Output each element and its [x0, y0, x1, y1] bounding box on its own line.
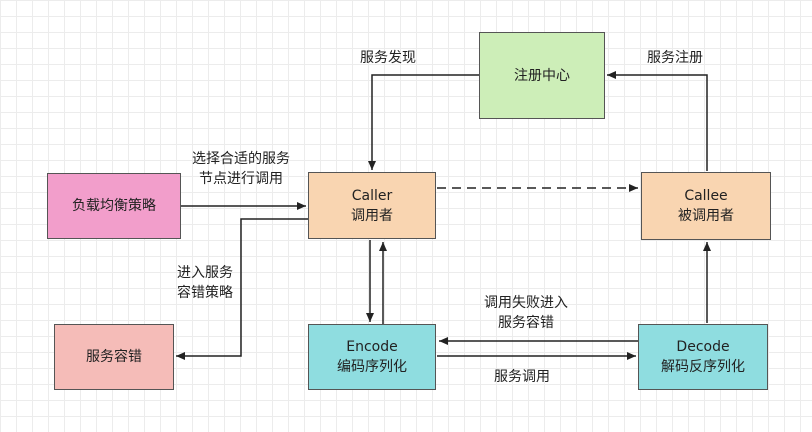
caller-label-zh: 调用者: [351, 207, 393, 224]
encode-label-en: Encode: [346, 339, 398, 355]
registration-text: 服务注册: [647, 50, 703, 66]
caller-node: Caller 调用者: [308, 172, 436, 239]
edge-label-invoke: 服务调用: [494, 367, 550, 387]
fault-tolerance-node: 服务容错: [54, 324, 174, 390]
callee-label-en: Callee: [684, 188, 728, 204]
fault-tolerance-label: 服务容错: [86, 349, 142, 365]
registry-center-node: 注册中心: [479, 32, 605, 119]
fault-text-line1: 进入服务: [177, 265, 233, 281]
select-text-line1: 选择合适的服务: [192, 151, 290, 167]
caller-label-en: Caller: [351, 187, 393, 204]
edge-label-discovery: 服务发现: [360, 48, 416, 68]
select-text-line2: 节点进行调用: [199, 171, 283, 187]
edge-label-select-node: 选择合适的服务 节点进行调用: [181, 149, 301, 189]
discovery-text: 服务发现: [360, 50, 416, 66]
invoke-text: 服务调用: [494, 369, 550, 385]
load-balance-node: 负载均衡策略: [47, 173, 181, 239]
callee-label-zh: 被调用者: [678, 208, 734, 224]
fail-text-line2: 服务容错: [498, 315, 554, 331]
callee-node: Callee 被调用者: [641, 172, 771, 240]
encode-node: Encode 编码序列化: [308, 324, 436, 390]
fail-text-line1: 调用失败进入: [484, 295, 568, 311]
edge-caller-to-fault: [176, 218, 308, 360]
edge-label-registration: 服务注册: [647, 48, 703, 68]
decode-node: Decode 解码反序列化: [638, 324, 768, 390]
edge-label-call-failure: 调用失败进入 服务容错: [470, 293, 582, 333]
edge-registry-to-caller: [368, 74, 479, 170]
decode-label-zh: 解码反序列化: [661, 359, 745, 375]
load-balance-label: 负载均衡策略: [72, 198, 156, 214]
encode-label-zh: 编码序列化: [337, 359, 407, 375]
edge-callee-to-registry: [607, 71, 708, 171]
fault-text-line2: 容错策略: [177, 285, 233, 301]
edge-label-enter-fault-tolerance: 进入服务 容错策略: [165, 263, 245, 303]
decode-label-en: Decode: [676, 339, 730, 355]
registry-center-label: 注册中心: [514, 67, 570, 84]
